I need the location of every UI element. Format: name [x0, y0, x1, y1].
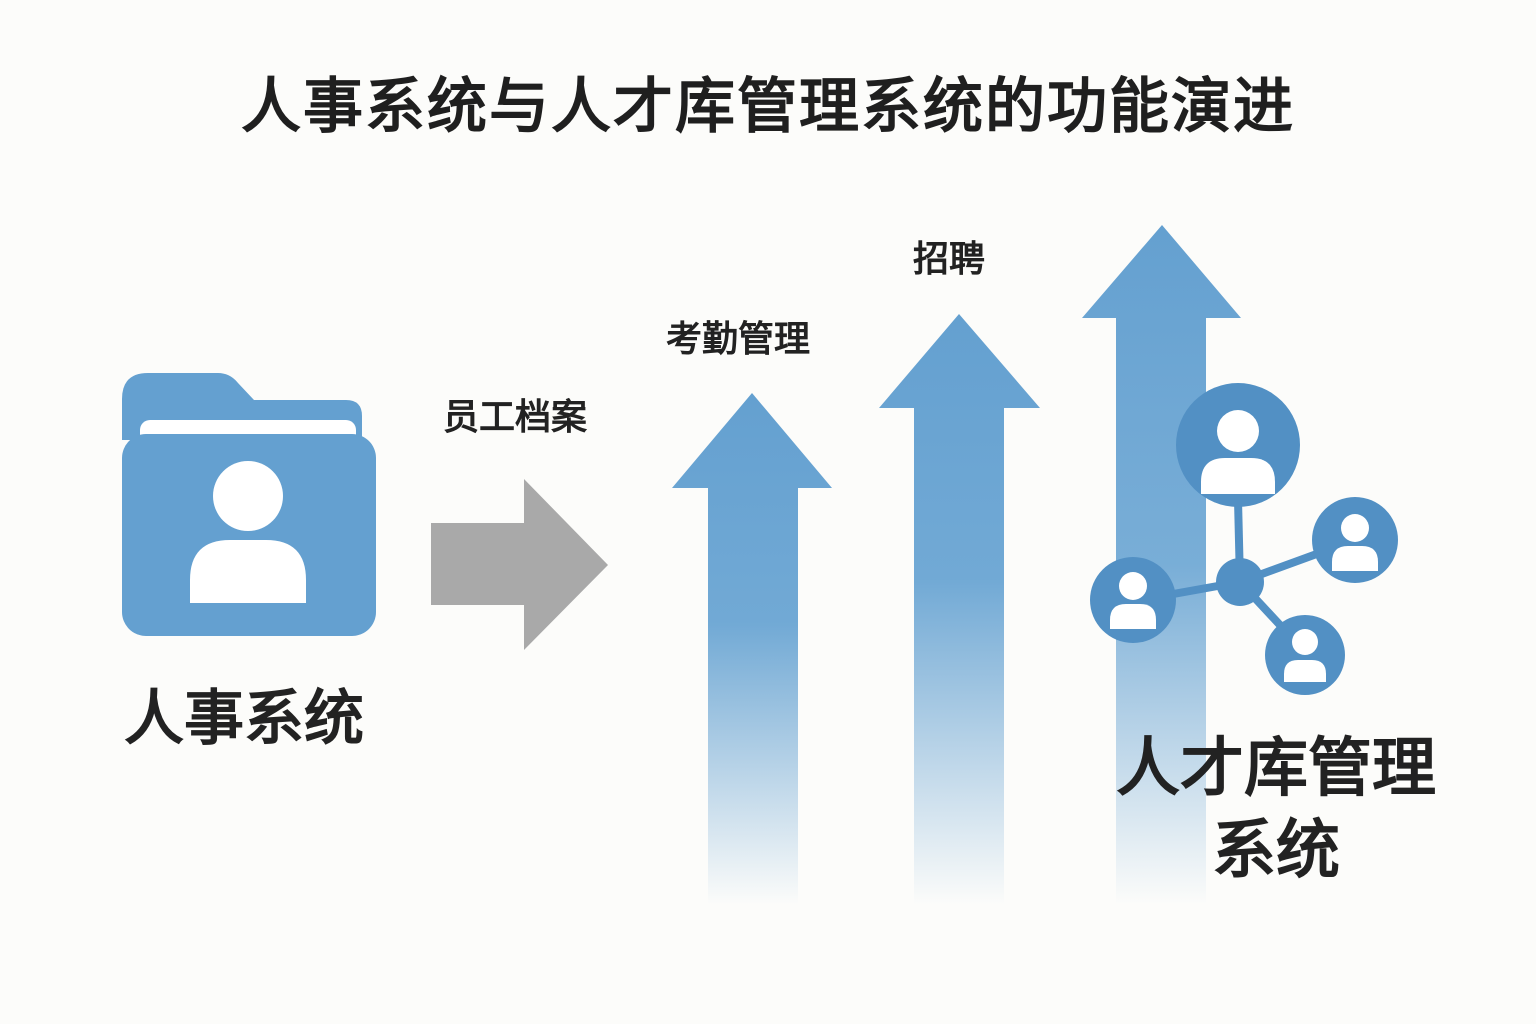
step-label-employee-archive: 员工档案: [443, 397, 588, 438]
page-title: 人事系统与人才库管理系统的功能演进: [241, 72, 1295, 142]
network-node-main: [1176, 383, 1300, 507]
talent-network-icon: [1090, 383, 1398, 695]
transition-arrow: [431, 479, 608, 650]
step-label-attendance: 考勤管理: [666, 319, 811, 360]
network-node-left: [1090, 557, 1176, 643]
hr-system-label: 人事系统: [124, 684, 364, 754]
growth-arrow-talent: [1082, 225, 1241, 905]
step-label-recruitment: 招聘: [913, 239, 986, 280]
talent-system-label-line2: 系统: [1212, 814, 1340, 888]
talent-system-label-line1: 人才库管理: [1116, 732, 1436, 806]
talent-system-label: 人才库管理 系统: [1106, 728, 1446, 892]
network-node-right: [1312, 497, 1398, 583]
growth-arrow-attendance: [672, 393, 832, 905]
network-node-bottom: [1265, 615, 1345, 695]
growth-arrow-recruit: [879, 314, 1040, 905]
folder-person-icon: [122, 373, 376, 636]
